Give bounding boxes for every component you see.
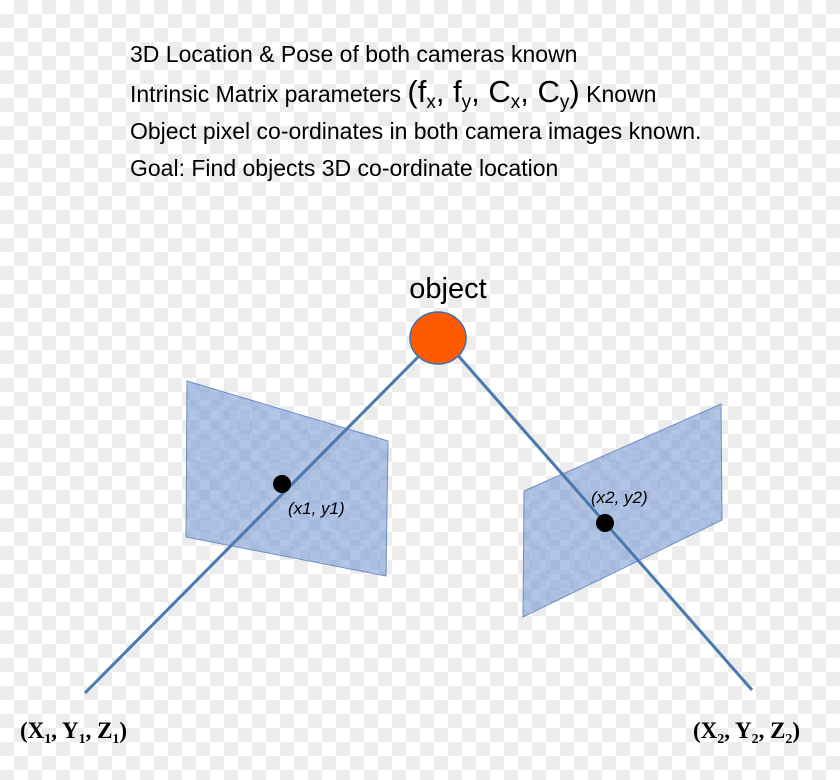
- image-point-right-label: (x2, y2): [591, 488, 648, 507]
- info-line-goal: Goal: Find objects 3D co-ordinate locati…: [130, 155, 559, 181]
- info-line-pose: 3D Location & Pose of both cameras known: [130, 41, 578, 67]
- image-plane-right: [522, 403, 723, 618]
- intrinsic-params: (fx, fy, Cx, Cy): [407, 74, 580, 113]
- info-line-pixel-coords: Object pixel co-ordinates in both camera…: [130, 118, 702, 144]
- object-circle: [409, 311, 467, 365]
- image-point-right: [596, 514, 614, 532]
- image-point-left: [273, 475, 291, 493]
- info-line-intrinsics: Intrinsic Matrix parameters (fx, fy, Cx,…: [130, 74, 657, 113]
- camera2-position-label: (X2, Y2, Z2): [693, 718, 800, 747]
- info-text-block: 3D Location & Pose of both cameras known…: [130, 36, 701, 187]
- object-label: object: [409, 273, 486, 305]
- ray-left: [83, 350, 425, 695]
- camera1-position-label: (X1, Y1, Z1): [20, 718, 127, 747]
- image-point-left-label: (x1, y1): [288, 499, 345, 518]
